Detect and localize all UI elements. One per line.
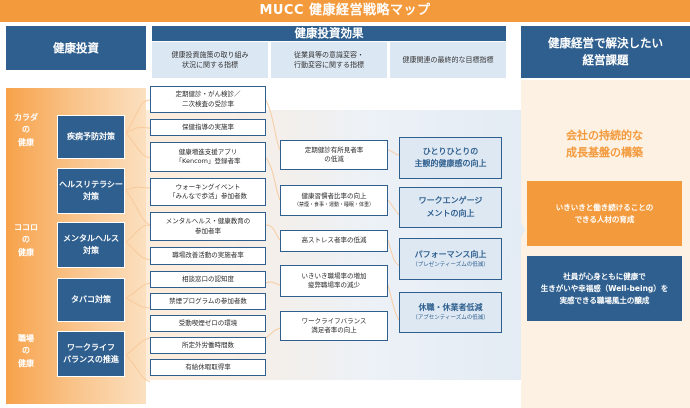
- solve-title: 会社の持続的な成長基盤の構築: [566, 129, 643, 159]
- behavior-checkup-findings: 定期健診有所見者率の低減: [280, 140, 388, 170]
- header-effect: 健康投資効果: [152, 26, 506, 41]
- indicator-consultation-awareness: 相談窓口の認知度: [150, 271, 266, 288]
- measure-health-literacy: ヘルスリテラシー対策: [57, 168, 125, 214]
- side-label-mind: ココロの健康: [14, 223, 38, 257]
- measure-tobacco: タバコ対策: [57, 278, 125, 322]
- indicator-smoking-program: 禁煙プログラムの参加者数: [150, 293, 266, 310]
- behavior-high-stress: 高ストレス者率の低減: [280, 230, 388, 252]
- behavior-lively-workplace: いきいき職場率の増加疲弊職場率の減少: [280, 265, 388, 297]
- goal-subjective-health: ひとりひとりの主観的健康感の向上: [399, 137, 502, 179]
- indicator-walking-event: ウォーキングイベント「みんなで歩活」参加者数: [150, 178, 266, 206]
- indicator-kencom-rate: 健康増進支援アプリ「Kencom」登録者率: [150, 142, 266, 172]
- subheader-final-goal-indicators: 健康関連の最終的な目標指標: [390, 42, 506, 78]
- side-label-body: カラダの健康: [14, 113, 38, 147]
- indicator-workplace-improvement: 職場改善活動の実施者率: [150, 247, 266, 265]
- behavior-healthy-habits: 健康習慣者比率の向上（禁煙・食事・運動・睡眠・体重）: [280, 185, 388, 216]
- goal-absence-reduction: 休職・休業者低減（アブセンティーズムの低減）: [399, 292, 502, 333]
- indicator-paid-leave-rate: 有給休暇取得率: [150, 359, 266, 376]
- subheader-behavior-indicators: 従業員等の意識変容・行動変容に関する指標: [271, 42, 387, 78]
- indicator-guidance-rate: 保健指導の実施率: [150, 119, 266, 136]
- indicator-mental-education: メンタルヘルス・健康教育の参加者率: [150, 212, 266, 241]
- measure-mental-health: メンタルヘルス対策: [57, 222, 125, 268]
- header-management-issues: 健康経営で解決したい経営課題: [521, 26, 690, 78]
- behavior-wlb-satisfaction: ワークライフバランス満足者率の向上: [280, 311, 388, 341]
- header-investment: 健康投資: [6, 26, 146, 70]
- goal-work-engagement: ワークエンゲージメントの向上: [399, 187, 502, 228]
- measure-work-life-balance: ワークライフバランスの推進: [57, 331, 125, 377]
- map-title: MUCC 健康経営戦略マップ: [0, 0, 690, 22]
- measure-disease-prevention: 疾病予防対策: [57, 115, 125, 159]
- indicator-overtime-hours: 所定外労働時間数: [150, 337, 266, 354]
- solve-talent-development: いきいきと働き続けることのできる人材の育成: [527, 181, 682, 246]
- solve-wellbeing-culture: 社員が心身ともに健康で生きがいや幸福感（Well-being）を実感できる職場風…: [527, 256, 682, 321]
- goal-performance: パフォーマンス向上（プレゼンティーズムの低減）: [399, 238, 502, 280]
- indicator-zero-passive-smoking: 受動喫煙ゼロの環境: [150, 315, 266, 332]
- subheader-initiative-indicators: 健康投資施策の取り組み状況に関する指標: [152, 42, 268, 78]
- side-label-workplace: 職場の健康: [18, 334, 34, 368]
- indicator-checkup-rate: 定期健診・がん検診／二次検査の受診率: [150, 86, 266, 113]
